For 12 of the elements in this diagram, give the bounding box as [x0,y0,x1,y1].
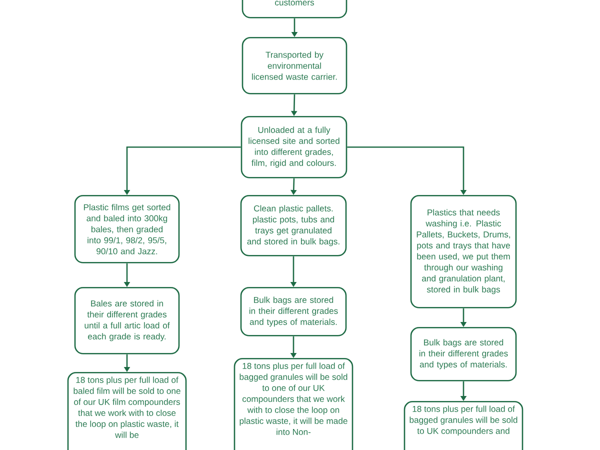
process-box: Clean plastic pallets. plastic pots, tubs and trays get granulated and stored in bulk bags. [240,195,347,256]
process-box: 18 tons plus per full load of bagged granules will be sold to UK compounders and [404,401,524,450]
process-box: Transported by environmental licensed waste carrier. [242,37,348,94]
process-box: Unloaded at a fully licensed site and sorted into different grades, film, rigid and colours. [240,116,348,178]
process-box: Plastic films get sorted and baled into 300kg bales, then graded into 99/1, 98/2, 95/5, 90/10 and Jazz. [74,195,180,264]
process-box: Bales are stored in their different grades until a full artic load of each grade is ready. [74,287,180,354]
process-box: Bulk bags are stored in their different grades and types of materials. [410,327,517,382]
process-box: 18 tons plus per full load of baled film will be sold to one of our UK film compounders that we work with to close the loop on plastic waste, it will be [67,372,187,450]
process-box: customers [242,0,348,18]
process-box: Plastics that needs washing i.e. Plastic Pallets, Buckets, Drums, pots and trays that have been used, we put them through our washing and granulation plant, stored in bulk bags [410,195,517,308]
process-box: Bulk bags are stored in their different grades and types of materials. [240,287,347,336]
process-box: 18 tons plus per full load of bagged granules will be sold to one of our UK compounders that we work with to close the loop on plastic waste, it will be made into Non- [234,358,354,450]
